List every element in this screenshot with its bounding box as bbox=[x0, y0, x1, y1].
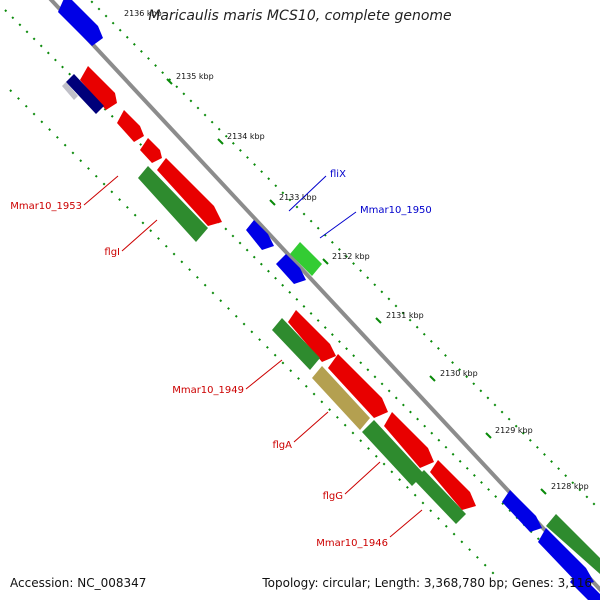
leader-1950 bbox=[319, 211, 357, 239]
ruler-labels: 2136 kbp 2135 kbp 2134 kbp 2133 kbp 2132… bbox=[124, 9, 589, 491]
gene-block-navy[interactable] bbox=[66, 74, 104, 114]
tick-label-2128: 2128 kbp bbox=[551, 482, 589, 491]
gene-arrow-blue-top[interactable] bbox=[58, 0, 103, 46]
gene-label-flgA[interactable]: flgA bbox=[273, 440, 293, 451]
genome-summary-text: Topology: circular; Length: 3,368,780 bp… bbox=[262, 576, 592, 590]
genome-title: Maricaulis maris MCS10, complete genome bbox=[148, 8, 452, 24]
gene-arrow-blue-1950[interactable] bbox=[276, 254, 306, 284]
gene-arrow-red-flgG[interactable] bbox=[384, 412, 434, 468]
gene-green-2128[interactable] bbox=[546, 514, 600, 574]
tick-label-2134: 2134 kbp bbox=[227, 132, 265, 141]
gene-label-mmar10-1953[interactable]: Mmar10_1953 bbox=[10, 201, 82, 212]
tick-2130 bbox=[429, 375, 436, 382]
tick-2129 bbox=[485, 432, 492, 439]
gene-label-flgG[interactable]: flgG bbox=[323, 491, 343, 502]
accession-text: Accession: NC_008347 bbox=[10, 576, 147, 590]
tick-label-2135: 2135 kbp bbox=[176, 72, 214, 81]
gene-block-grey[interactable] bbox=[62, 82, 78, 100]
gene-arrow-red-1[interactable] bbox=[80, 66, 117, 110]
tick-2135 bbox=[166, 78, 173, 85]
gene-arrow-blue-fliX[interactable] bbox=[246, 220, 274, 250]
gene-green-1949[interactable] bbox=[272, 318, 320, 370]
tick-label-2129: 2129 kbp bbox=[495, 426, 533, 435]
gene-label-mmar10-1946[interactable]: Mmar10_1946 bbox=[316, 538, 388, 549]
gene-arrow-blue-edge[interactable] bbox=[570, 572, 600, 600]
tick-label-2136: 2136 kbp bbox=[124, 9, 162, 18]
gene-labels: Mmar10_1953 flgI fliX Mmar10_1950 Mmar10… bbox=[10, 169, 432, 549]
tick-label-2133: 2133 kbp bbox=[279, 193, 317, 202]
gene-arrow-blue-2128b[interactable] bbox=[538, 528, 594, 586]
leader-1953 bbox=[83, 175, 119, 206]
leader-flgA bbox=[293, 411, 329, 443]
gene-arrow-red-1946[interactable] bbox=[430, 460, 476, 510]
gene-features bbox=[58, 0, 600, 600]
gene-label-fliX[interactable]: fliX bbox=[330, 169, 346, 180]
gene-green-flgG[interactable] bbox=[362, 420, 424, 486]
gene-lightgreen[interactable] bbox=[290, 242, 322, 276]
gene-arrow-blue-2128a[interactable] bbox=[502, 490, 542, 532]
gene-green-flgI[interactable] bbox=[138, 166, 208, 242]
tick-2133 bbox=[269, 199, 276, 206]
tick-2134 bbox=[217, 138, 224, 145]
ruler-ticks bbox=[166, 78, 547, 495]
gene-arrow-red-1949[interactable] bbox=[288, 310, 336, 362]
gene-label-mmar10-1950[interactable]: Mmar10_1950 bbox=[360, 205, 432, 216]
leader-1946 bbox=[389, 509, 423, 538]
tick-label-2132: 2132 kbp bbox=[332, 252, 370, 261]
leader-1949 bbox=[245, 359, 283, 390]
label-leaders bbox=[83, 175, 423, 538]
lower-dotted-line bbox=[9, 89, 501, 581]
gene-arrow-red-2[interactable] bbox=[117, 110, 144, 142]
gene-olive-flgA[interactable] bbox=[312, 366, 370, 430]
gene-green-1946[interactable] bbox=[414, 470, 466, 524]
tick-2128 bbox=[540, 488, 547, 495]
leader-flgI bbox=[121, 219, 158, 252]
leader-flgG bbox=[344, 461, 381, 495]
gene-label-mmar10-1949[interactable]: Mmar10_1949 bbox=[172, 385, 244, 396]
gene-arrow-red-flgA[interactable] bbox=[328, 354, 388, 418]
tick-label-2131: 2131 kbp bbox=[386, 311, 424, 320]
tick-label-2130: 2130 kbp bbox=[440, 369, 478, 378]
gene-arrow-red-flgI[interactable] bbox=[157, 158, 222, 226]
tick-2132 bbox=[322, 258, 329, 265]
gene-arrow-red-3[interactable] bbox=[140, 138, 162, 163]
tick-2131 bbox=[375, 317, 382, 324]
gene-label-flgI[interactable]: flgI bbox=[104, 247, 120, 258]
leader-fliX bbox=[288, 175, 327, 212]
